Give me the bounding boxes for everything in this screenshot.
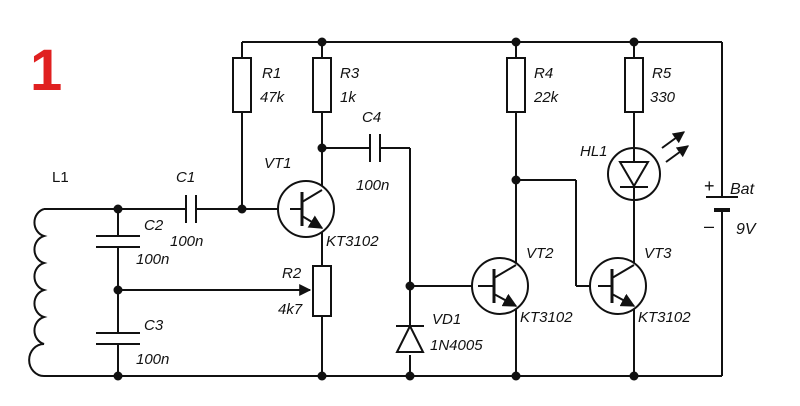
transistor-vt2 xyxy=(471,257,529,315)
label-r4: R4 xyxy=(534,65,553,82)
label-r3-value: 1k xyxy=(340,89,357,106)
label-c2-value: 100n xyxy=(136,251,169,268)
inductor-l1 xyxy=(28,208,48,377)
label-vt2-type: KT3102 xyxy=(520,309,573,326)
label-r2-value: 4k7 xyxy=(278,301,303,318)
label-c3: C3 xyxy=(144,317,164,334)
label-c1: C1 xyxy=(176,169,195,186)
label-c1-value: 100n xyxy=(170,233,203,250)
label-c3-value: 100n xyxy=(136,351,169,368)
label-vt2: VT2 xyxy=(526,245,554,262)
led-hl1 xyxy=(607,131,689,201)
transistor-vt3 xyxy=(589,257,647,315)
label-bat-value: 9V xyxy=(736,221,757,238)
label-r2: R2 xyxy=(282,265,302,282)
label-bat-plus: + xyxy=(704,176,715,196)
transistor-vt1 xyxy=(277,180,335,238)
label-vt1-type: KT3102 xyxy=(326,233,379,250)
label-vd1-type: 1N4005 xyxy=(430,337,483,354)
label-vt3: VT3 xyxy=(644,245,672,262)
label-r5-value: 330 xyxy=(650,89,676,106)
capacitor-c1 xyxy=(185,195,197,223)
label-c4: C4 xyxy=(362,109,381,126)
capacitor-c2 xyxy=(96,235,140,248)
capacitor-c3 xyxy=(96,332,140,345)
capacitor-c4 xyxy=(369,134,381,162)
battery-bat xyxy=(706,196,738,222)
label-vd1: VD1 xyxy=(432,311,461,328)
resistor-r1 xyxy=(232,57,252,113)
label-c2: C2 xyxy=(144,217,164,234)
label-bat: Bat xyxy=(730,181,755,198)
resistor-r3 xyxy=(312,57,332,113)
label-l1: L1 xyxy=(52,169,69,186)
junction-dots xyxy=(113,37,639,381)
label-bat-minus: – xyxy=(704,216,714,236)
resistor-r4 xyxy=(506,57,526,113)
diode-vd1 xyxy=(395,298,425,353)
label-r5: R5 xyxy=(652,65,672,82)
label-vt1: VT1 xyxy=(264,155,292,172)
resistor-r5 xyxy=(624,57,644,113)
label-r1-value: 47k xyxy=(260,89,286,106)
label-r4-value: 22k xyxy=(533,89,560,106)
potentiometer-r2 xyxy=(312,265,332,317)
figure-number: 1 xyxy=(30,38,62,103)
label-vt3-type: KT3102 xyxy=(638,309,691,326)
label-hl1: HL1 xyxy=(580,143,608,160)
label-r1: R1 xyxy=(262,65,281,82)
wires xyxy=(44,41,723,377)
label-r3: R3 xyxy=(340,65,360,82)
label-c4-value: 100n xyxy=(356,177,389,194)
